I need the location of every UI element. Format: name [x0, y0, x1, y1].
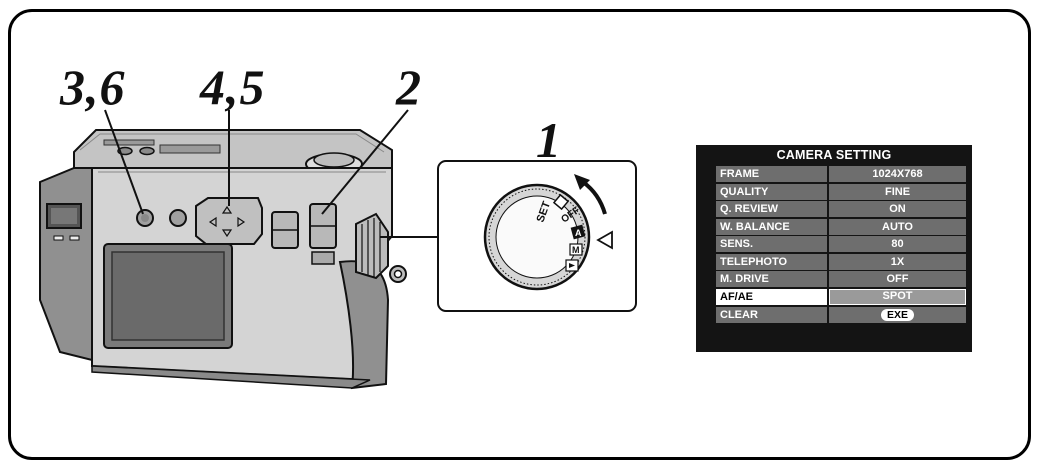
menu-row-label: QUALITY — [716, 183, 827, 200]
menu-row-label: FRAME — [716, 166, 827, 182]
callout-3-6: 3,6 — [60, 59, 126, 115]
menu-row-label: AF/AE — [716, 289, 827, 305]
callout-4-5: 4,5 — [200, 59, 266, 115]
back-button-icon — [169, 209, 187, 227]
callout-2: 2 — [396, 59, 422, 115]
callout-1: 1 — [536, 112, 562, 168]
leader-line-2 — [321, 109, 409, 215]
menu-row-value: OFF — [829, 271, 966, 287]
menu-row-af-ae[interactable]: AF/AE SPOT — [716, 289, 966, 305]
menu-row-label: CLEAR — [716, 307, 827, 323]
menu-row-value: ON — [829, 201, 966, 217]
direction-pad-icon — [195, 197, 263, 245]
top-button — [139, 146, 155, 156]
mode-dial-edge — [355, 212, 389, 280]
leader-line-3-6 — [104, 109, 144, 215]
menu-row-m-drive[interactable]: M. DRIVE OFF — [716, 271, 966, 287]
menu-row-clear[interactable]: CLEAR EXE — [716, 307, 966, 323]
dial-auto-icon — [570, 224, 586, 240]
menu-row-value: 1024X768 — [829, 166, 966, 182]
menu-row-label: W. BALANCE — [716, 218, 827, 235]
menu-row-frame[interactable]: FRAME 1024X768 — [716, 166, 966, 182]
menu-row-value: 1X — [829, 253, 966, 270]
menu-row-quality[interactable]: QUALITY FINE — [716, 183, 966, 200]
exe-button[interactable]: EXE — [880, 309, 914, 321]
menu-row-value-selected: SPOT — [829, 289, 966, 305]
menu-row-value: 80 — [829, 236, 966, 252]
menu-title: CAMERA SETTING — [776, 148, 892, 162]
menu-row-q-review[interactable]: Q. REVIEW ON — [716, 201, 966, 217]
camera-left-side — [39, 167, 93, 362]
menu-row-value: AUTO — [829, 218, 966, 235]
dial-index-triangle-icon — [596, 230, 613, 250]
menu-row-label: Q. REVIEW — [716, 201, 827, 217]
menu-row-sens[interactable]: SENS. 80 — [716, 236, 966, 252]
menu-row-label: TELEPHOTO — [716, 253, 827, 270]
illustration-frame — [8, 9, 1031, 460]
dial-manual-icon — [569, 243, 583, 256]
menu-row-label: SENS. — [716, 236, 827, 252]
svg-text:M: M — [572, 245, 580, 255]
menu-row-label: M. DRIVE — [716, 271, 827, 287]
menu-row-value: EXE — [829, 307, 966, 323]
menu-row-w-balance[interactable]: W. BALANCE AUTO — [716, 218, 966, 235]
menu-row-value: FINE — [829, 183, 966, 200]
menu-row-telephoto[interactable]: TELEPHOTO 1X — [716, 253, 966, 270]
svg-text:A: A — [575, 228, 582, 238]
camera-setting-menu: CAMERA SETTING FRAME 1024X768 QUALITY FI… — [696, 145, 972, 352]
dial-scene-icon — [552, 193, 570, 211]
